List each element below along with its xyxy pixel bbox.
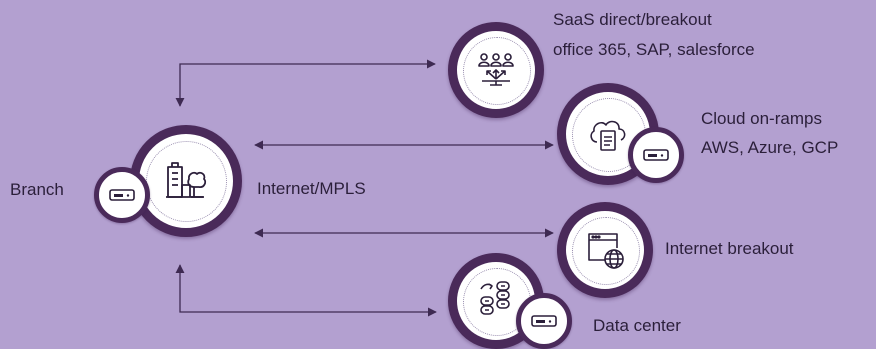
people-network-icon bbox=[478, 53, 514, 86]
router-device-icon bbox=[643, 149, 669, 161]
cloud-label-line2: AWS, Azure, GCP bbox=[701, 138, 839, 157]
data-center-router-device bbox=[516, 293, 572, 349]
saas-node bbox=[448, 22, 544, 118]
cloud-document-icon bbox=[590, 120, 626, 151]
link-branch-datacenter bbox=[175, 264, 437, 317]
cloud-router-device bbox=[628, 127, 684, 183]
branch-label: Branch bbox=[10, 180, 64, 199]
cloud-label-line1: Cloud on-ramps bbox=[701, 109, 822, 128]
internet-breakout-label: Internet breakout bbox=[665, 239, 794, 258]
branch-router-device bbox=[94, 167, 150, 223]
saas-label-line2: office 365, SAP, salesforce bbox=[553, 40, 755, 59]
router-device-icon bbox=[109, 189, 135, 201]
data-center-label: Data center bbox=[593, 316, 681, 335]
internet-breakout-node bbox=[557, 202, 653, 298]
transport-label: Internet/MPLS bbox=[257, 179, 366, 198]
branch-node bbox=[130, 125, 242, 237]
saas-label-line1: SaaS direct/breakout bbox=[553, 10, 712, 29]
router-device-icon bbox=[531, 315, 557, 327]
browser-globe-icon bbox=[588, 233, 624, 269]
server-stack-icon bbox=[480, 281, 510, 315]
link-branch-saas bbox=[175, 59, 436, 107]
building-tree-icon bbox=[166, 162, 207, 198]
